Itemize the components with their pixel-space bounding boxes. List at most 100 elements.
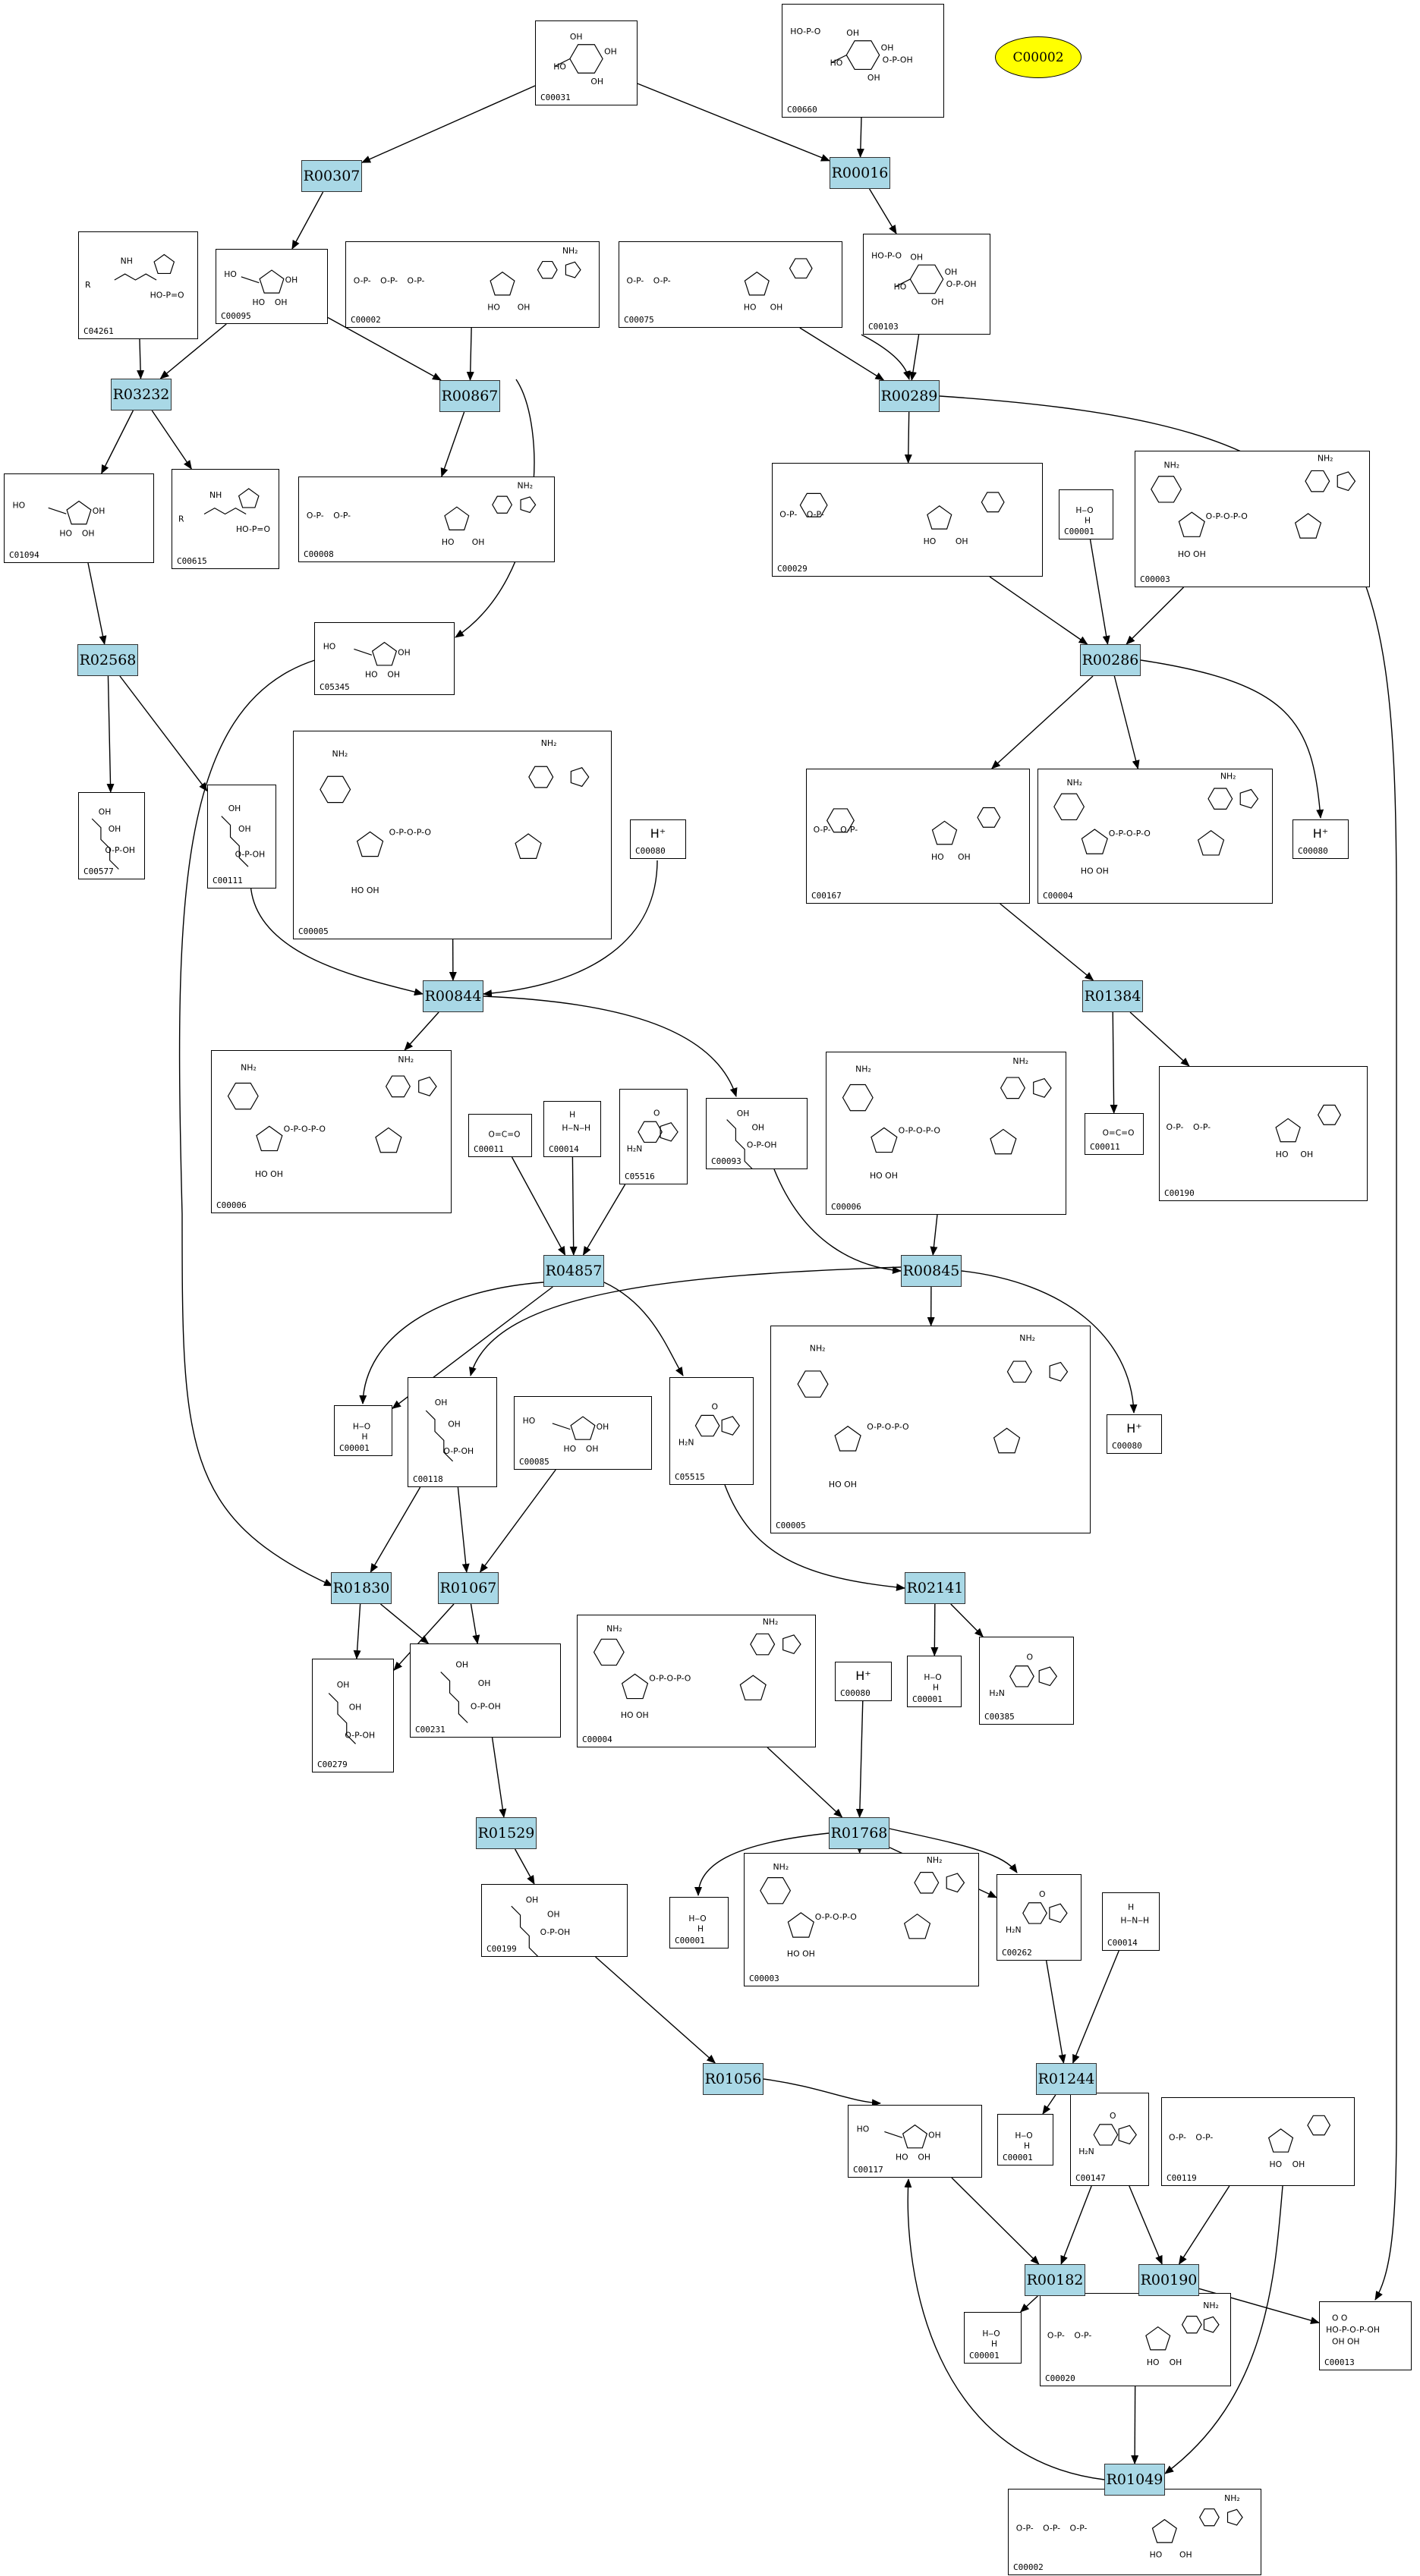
svg-text:O-P-: O-P- — [1195, 2133, 1213, 2143]
reaction-r00190[interactable]: R00190 — [1138, 2264, 1199, 2296]
reaction-r01049[interactable]: R01049 — [1104, 2464, 1165, 2496]
compound-c00080[interactable]: H⁺C00080 — [1292, 819, 1349, 859]
svg-text:H‒N‒H: H‒N‒H — [562, 1123, 590, 1133]
reaction-r00844[interactable]: R00844 — [423, 980, 483, 1012]
reaction-r01384[interactable]: R01384 — [1082, 980, 1143, 1012]
compound-id-label: C00117 — [853, 2165, 883, 2175]
svg-text:HO: HO — [553, 61, 566, 71]
reaction-r00016[interactable]: R00016 — [830, 157, 890, 189]
reaction-r02141[interactable]: R02141 — [905, 1572, 965, 1604]
reaction-r00182[interactable]: R00182 — [1025, 2264, 1085, 2296]
reaction-r00286[interactable]: R00286 — [1080, 644, 1141, 676]
compound-c00080[interactable]: H⁺C00080 — [1107, 1414, 1162, 1454]
reaction-r01529[interactable]: R01529 — [476, 1817, 537, 1849]
edge-curve-14 — [763, 2078, 881, 2107]
svg-text:O-P-OH: O-P-OH — [235, 849, 266, 859]
reaction-r01768[interactable]: R01768 — [829, 1817, 889, 1849]
svg-text:O-P-: O-P- — [1047, 2330, 1065, 2340]
reaction-r01244[interactable]: R01244 — [1036, 2063, 1097, 2095]
reaction-r00867[interactable]: R00867 — [439, 380, 500, 412]
edge-curve-2 — [250, 879, 423, 996]
svg-text:H₂N: H₂N — [989, 1688, 1005, 1698]
compound-id-label: C00095 — [221, 311, 251, 321]
reaction-r02568[interactable]: R02568 — [77, 644, 138, 676]
compound-id-label: C00029 — [777, 564, 808, 574]
reaction-r01830[interactable]: R01830 — [331, 1572, 392, 1604]
reaction-r01056[interactable]: R01056 — [703, 2063, 764, 2095]
compound-id-label: C05345 — [320, 682, 350, 692]
highlighted-compound-c00002[interactable]: C00002 — [995, 36, 1082, 78]
reaction-r00845[interactable]: R00845 — [901, 1255, 962, 1287]
compound-c00080[interactable]: H⁺C00080 — [630, 819, 686, 859]
edge-R01384-C00190 — [1129, 1011, 1190, 1067]
edge-curve-16 — [939, 395, 1397, 2301]
compound-id-label: C05516 — [625, 1172, 655, 1181]
compound-id-label: C01094 — [9, 550, 39, 560]
svg-text:NH₂: NH₂ — [518, 481, 534, 491]
svg-text:O-P-: O-P- — [1169, 2133, 1186, 2143]
edge-C00014_a-R04857 — [569, 1156, 578, 1256]
reaction-r01067[interactable]: R01067 — [438, 1572, 499, 1604]
compound-id-label: C00190 — [1164, 1188, 1195, 1198]
compound-id-label: C00006 — [831, 1202, 861, 1212]
reaction-r00307[interactable]: R00307 — [301, 160, 362, 192]
reaction-r00289[interactable]: R00289 — [879, 380, 940, 412]
reaction-r04857[interactable]: R04857 — [543, 1255, 604, 1287]
compound-c00080[interactable]: H⁺C00080 — [835, 1662, 892, 1701]
compound-id-label: C00002 — [351, 315, 381, 325]
svg-text:OH: OH — [285, 275, 298, 285]
reaction-r03232[interactable]: R03232 — [111, 379, 172, 410]
